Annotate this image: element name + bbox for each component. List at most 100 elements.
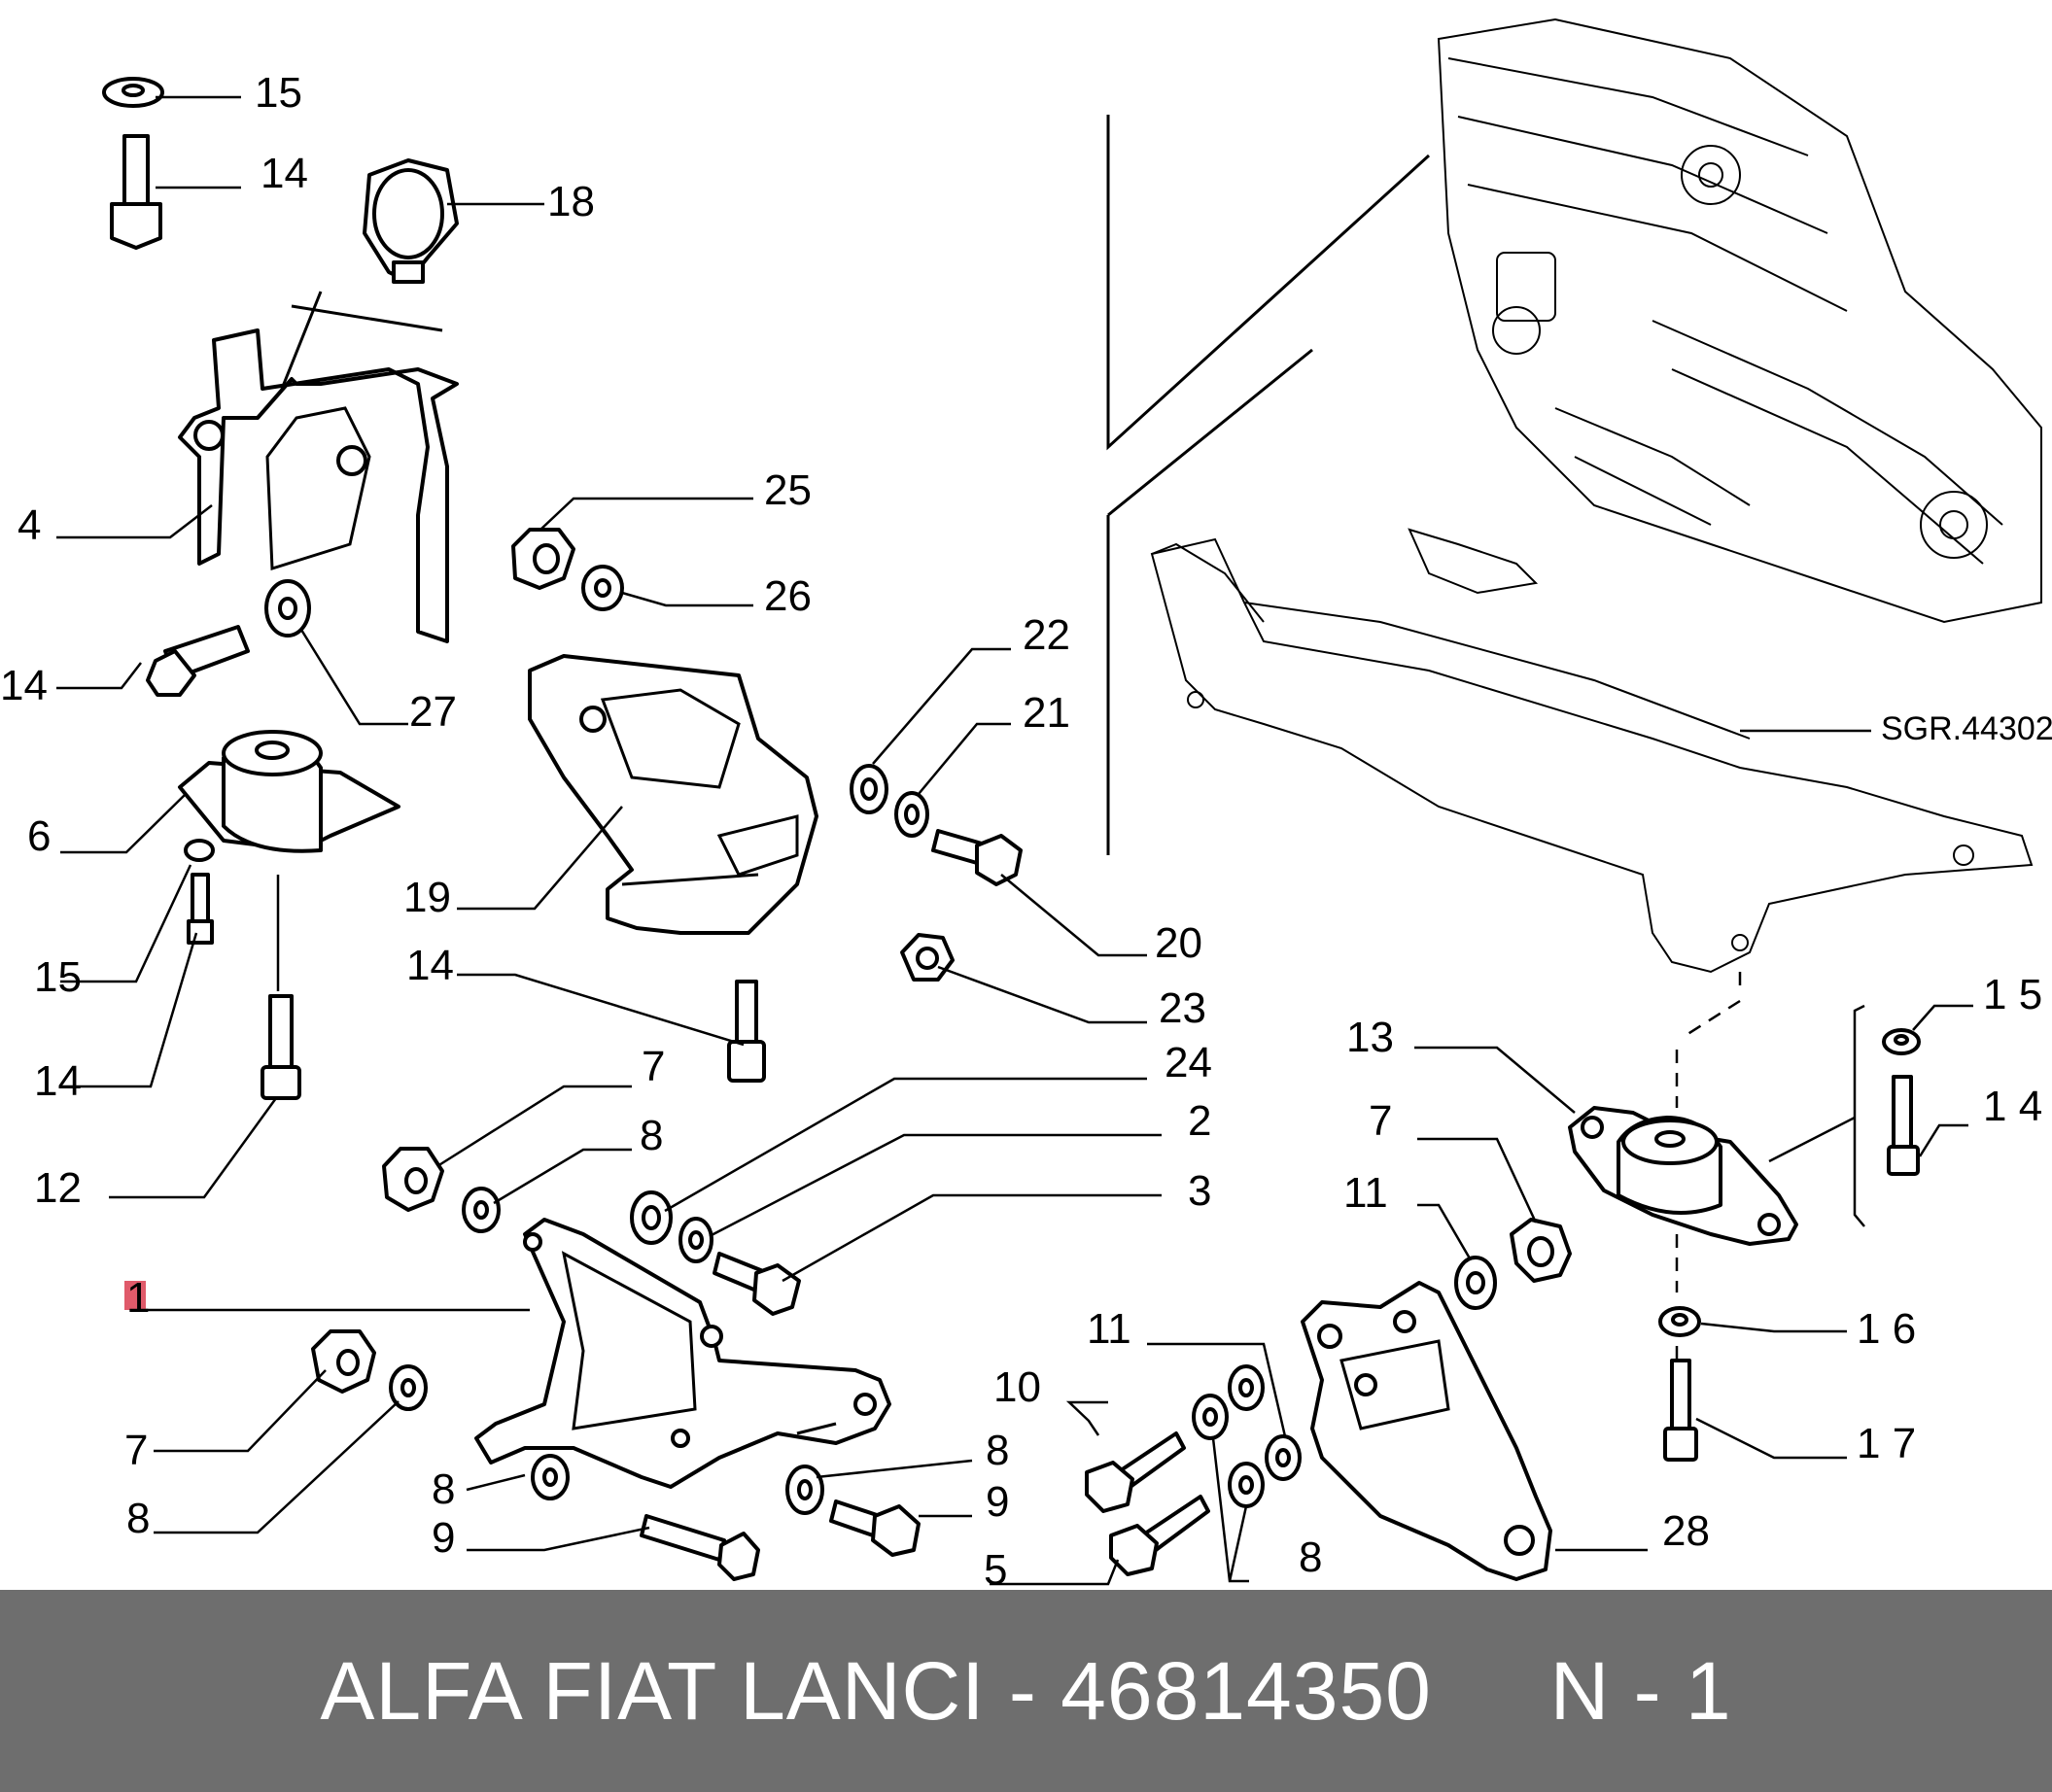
bolt-20: [931, 829, 1023, 886]
washer-8-lower: [389, 1364, 428, 1411]
divider-line-upper: [1106, 115, 1431, 451]
washer-15-top: [102, 77, 164, 108]
centre-line-13: [1675, 972, 1742, 1361]
callout-7-upper: 7: [642, 1043, 665, 1090]
bolt-3: [713, 1252, 801, 1316]
callout-3: 3: [1188, 1167, 1211, 1215]
washer-8-right: [785, 1465, 824, 1515]
bolt-14-left: [146, 625, 250, 697]
washer-2: [678, 1217, 713, 1263]
callout-6: 6: [27, 812, 51, 860]
callout-12: 12: [34, 1164, 82, 1212]
part-number-caption: ALFA FIAT LANCI - 46814350 N - 1: [320, 1644, 1731, 1739]
bracket-28: [1301, 1281, 1552, 1581]
callout-4: 4: [17, 501, 41, 549]
washer-8-bracket: [531, 1454, 570, 1500]
callout-8-bracket: 8: [432, 1465, 455, 1513]
callout-17: 1 7: [1857, 1420, 1916, 1467]
callout-21: 21: [1023, 689, 1070, 737]
bolt-14-middle: [727, 980, 766, 1083]
washer-21: [894, 791, 929, 838]
nut-7-left: [382, 1147, 444, 1212]
washer-8-upper: [462, 1187, 501, 1233]
washer-16: [1658, 1306, 1701, 1337]
callout-14-small: 14: [34, 1057, 82, 1105]
bracket-1: [474, 1218, 891, 1489]
callout-2: 2: [1188, 1097, 1211, 1145]
leader-lines: [56, 95, 1973, 1586]
divider-line-lower: [1106, 348, 1313, 855]
nut-7-right: [1510, 1218, 1572, 1283]
callout-19: 19: [403, 874, 451, 921]
callout-24: 24: [1165, 1039, 1212, 1086]
callout-15-left: 15: [34, 953, 82, 1001]
callout-5: 5: [984, 1546, 1007, 1590]
engine-gearbox-illustration: [1437, 17, 2042, 624]
callout-14-left: 14: [0, 662, 48, 709]
bolt-9-left: [640, 1514, 760, 1581]
callout-8-group: 8: [1299, 1534, 1322, 1581]
bolt-17: [1663, 1359, 1698, 1462]
quantity-note: N - 1: [1549, 1644, 1732, 1737]
washer-27: [264, 579, 311, 638]
callout-20: 20: [1155, 919, 1202, 967]
callout-11-right: 11: [1343, 1169, 1388, 1217]
subframe-illustration: [1150, 528, 2034, 974]
bolt-9-right: [829, 1499, 921, 1557]
washers-8-group: [1192, 1364, 1302, 1508]
leader-bracket-13: [1768, 1116, 1856, 1163]
brand-name: ALFA FIAT LANCI: [320, 1644, 986, 1737]
callout-11-left: 11: [1087, 1305, 1131, 1353]
bolt-14-right: [1887, 1075, 1920, 1176]
callout-1: 1: [126, 1274, 150, 1322]
callout-14-right: 1 4: [1983, 1083, 2042, 1130]
callout-8-right: 8: [986, 1427, 1009, 1474]
washer-11-right: [1454, 1256, 1497, 1310]
callout-9-right: 9: [986, 1478, 1009, 1526]
callout-9-left: 9: [432, 1514, 455, 1562]
parts-diagram: SGR.44302: [0, 17, 2052, 1594]
highlight-marker: [124, 1281, 146, 1310]
callout-26: 26: [764, 572, 812, 620]
callout-18: 18: [547, 178, 595, 225]
bolt-10: [1085, 1431, 1186, 1513]
nut-25: [511, 528, 575, 590]
bolt-14-small: [187, 873, 214, 945]
clip-18: [363, 158, 459, 284]
callout-7-right: 7: [1369, 1097, 1392, 1145]
callout-23: 23: [1159, 984, 1206, 1032]
bracket-19: [528, 654, 818, 935]
mount-13: [1568, 1106, 1798, 1246]
part-number: 46814350: [1061, 1644, 1432, 1737]
washer-15-right: [1882, 1028, 1921, 1055]
callout-14-top: 14: [261, 150, 308, 197]
bolt-5: [1109, 1495, 1210, 1576]
callout-14-middle: 14: [406, 942, 454, 989]
bracket-line-right: [1853, 1004, 1865, 1227]
callout-7-lower: 7: [124, 1427, 148, 1474]
callout-15-right: 1 5: [1983, 971, 2042, 1018]
callout-28: 28: [1662, 1507, 1710, 1555]
washer-22: [850, 764, 888, 814]
callout-27: 27: [409, 688, 457, 736]
nut-7-lower: [311, 1329, 376, 1394]
callout-22: 22: [1023, 611, 1070, 659]
mount-6: [178, 730, 400, 853]
callout-8-upper: 8: [640, 1112, 663, 1159]
callout-25: 25: [764, 466, 812, 514]
callout-13: 13: [1346, 1014, 1394, 1061]
washer-26: [581, 565, 624, 611]
reference-code: SGR.44302: [1881, 710, 2052, 747]
nut-23: [900, 933, 955, 982]
caption-separator: -: [985, 1644, 1061, 1737]
washer-15-left: [184, 839, 215, 862]
callout-8-lower: 8: [126, 1495, 150, 1542]
callout-15-top: 15: [255, 69, 302, 117]
part-number-banner: ALFA FIAT LANCI - 46814350 N - 1: [0, 1590, 2052, 1792]
bolt-14-top: [110, 134, 162, 250]
caption-gap: [1432, 1645, 1550, 1737]
callout-labels: 15 14 18 4 14 27 6 15 14 12 25 26 19 22 …: [0, 69, 2042, 1594]
callout-10: 10: [993, 1363, 1041, 1411]
callout-16: 1 6: [1857, 1305, 1916, 1353]
bracket-4: [178, 291, 459, 643]
